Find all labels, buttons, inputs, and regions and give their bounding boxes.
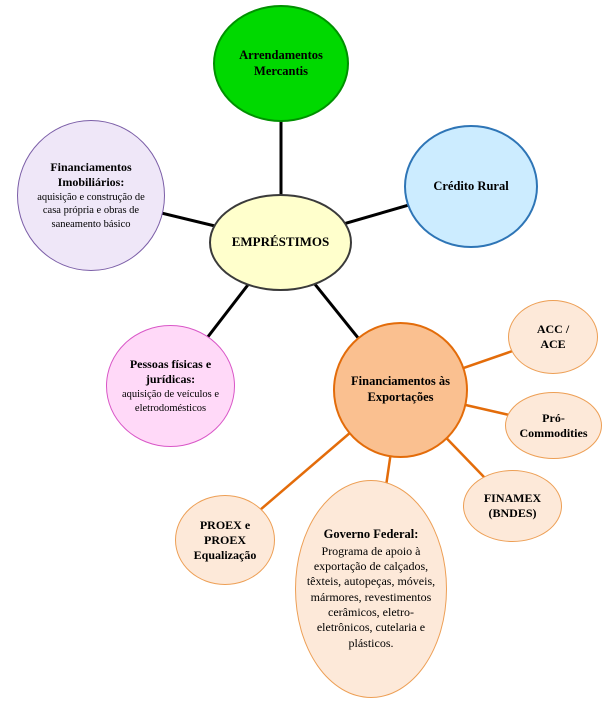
node-proex-equalizacao: PROEX e PROEX Equalização — [175, 495, 275, 585]
node-financiamentos-exportacoes: Financiamentos às Exportações — [333, 322, 468, 458]
node-description: aquisição de veículos e eletrodomésticos — [121, 389, 220, 414]
node-title: Arrendamentos Mercantis — [239, 47, 323, 78]
node-title: Pessoas físicas e jurídicas: — [129, 357, 212, 387]
node-acc-ace: ACC / ACE — [508, 300, 598, 374]
node-title: FINAMEX (BNDES) — [483, 491, 542, 520]
node-title: Pró-Commodities — [519, 410, 588, 440]
node-pessoas-fisicas-juridicas: Pessoas físicas e jurídicas: aquisição d… — [106, 325, 235, 447]
node-governo-federal: Governo Federal: Programa de apoio à exp… — [295, 480, 447, 698]
node-description: Programa de apoio à exportação de calçad… — [306, 543, 436, 650]
node-financiamentos-imobiliarios: Financiamentos Imobiliários: aquisição e… — [17, 120, 165, 271]
node-finamex-bndes: FINAMEX (BNDES) — [463, 470, 562, 542]
node-title: Crédito Rural — [433, 178, 509, 193]
central-label: EMPRÉSTIMOS — [231, 234, 330, 250]
node-title: ACC / ACE — [536, 322, 570, 351]
node-description: aquisição e construção de casa própria e… — [37, 192, 145, 230]
node-title: Governo Federal: — [323, 526, 419, 541]
node-emprestimos-central: EMPRÉSTIMOS — [209, 194, 352, 291]
node-title: Financiamentos às Exportações — [351, 374, 450, 404]
node-credito-rural: Crédito Rural — [404, 125, 538, 248]
node-title: Financiamentos Imobiliários: — [50, 160, 132, 190]
node-arrendamentos-mercantis: Arrendamentos Mercantis — [213, 5, 349, 122]
node-pro-commodities: Pró-Commodities — [505, 392, 602, 459]
node-title: PROEX e PROEX Equalização — [193, 517, 257, 562]
